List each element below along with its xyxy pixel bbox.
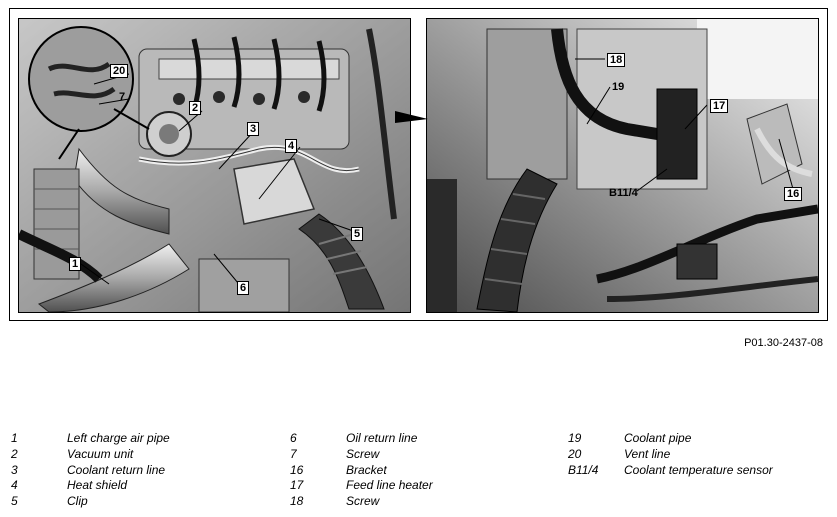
legend-item: 1 Left charge air pipe [11,431,170,447]
connector-arrow [395,111,428,123]
legend-item: 2 Vacuum unit [11,447,170,463]
callout-17: 17 [710,99,729,113]
engine-photo-right: 18 19 17 B11/4 16 [426,18,819,313]
legend-item: 3 Coolant return line [11,463,170,479]
legend-item: 20 Vent line [568,447,773,463]
legend-key: 1 [11,431,18,445]
callout-20: 20 [110,64,129,78]
engine-photo-left: 20 7 1 2 3 4 5 6 [18,18,411,313]
legend-label: Vent line [624,446,671,461]
legend-label: Coolant return line [67,462,166,477]
legend-item: 4 Heat shield [11,478,170,494]
legend-key: 5 [11,494,18,509]
legend-item: 19 Coolant pipe [568,431,773,447]
callout-7: 7 [119,91,126,103]
legend-label: Bracket [346,462,387,477]
legend-label: Coolant temperature sensor [624,462,773,477]
legend-key: 6 [290,431,297,445]
legend-label: Heat shield [67,478,128,493]
legend-key: 16 [290,462,304,477]
callout-5: 5 [351,227,364,241]
callout-1: 1 [69,257,82,271]
legend-label: Coolant pipe [624,431,692,445]
legend-key: 7 [290,446,297,461]
legend-label: Clip [67,494,88,509]
legend-label: Left charge air pipe [67,431,170,445]
legend-item: B11/4 Coolant temperature sensor [568,463,773,479]
callout-6: 6 [237,281,250,295]
legend-key: 20 [568,446,582,461]
callout-19: 19 [612,81,625,93]
legend-key: 17 [290,478,304,493]
legend-key: 18 [290,494,304,509]
legend-item: 7 Screw [290,447,433,463]
legend-column-3: 19 Coolant pipe 20 Vent line B11/4 Coolant … [568,431,773,478]
legend-key: 19 [568,431,582,445]
legend-item: 18 Screw [290,494,433,510]
legend-key: 4 [11,478,18,493]
engine-illustration-left [19,19,410,312]
legend-column-1: 1 Left charge air pipe 2 Vacuum unit 3 Cool… [11,431,170,510]
legend-label: Feed line heater [346,478,433,493]
legend-label: Vacuum unit [67,446,134,461]
legend-key: 2 [11,446,18,461]
figure-frame: 20 7 1 2 3 4 5 6 [9,8,828,321]
callout-4: 4 [285,139,298,153]
legend-item: 5 Clip [11,494,170,510]
engine-illustration-right [427,19,818,312]
callout-16: 16 [784,187,803,201]
callout-2: 2 [189,101,202,115]
callout-3: 3 [247,122,260,136]
figure-reference: P01.30-2437-08 [744,337,823,349]
callout-b11-4: B11/4 [609,187,638,199]
legend-key: B11/4 [568,462,599,477]
callout-18: 18 [607,53,626,67]
legend-label: Oil return line [346,431,418,445]
legend-item: 17 Feed line heater [290,478,433,494]
legend-label: Screw [346,446,380,461]
legend-item: 6 Oil return line [290,431,433,447]
legend-key: 3 [11,462,18,477]
legend-label: Screw [346,494,380,509]
legend-item: 16 Bracket [290,463,433,479]
